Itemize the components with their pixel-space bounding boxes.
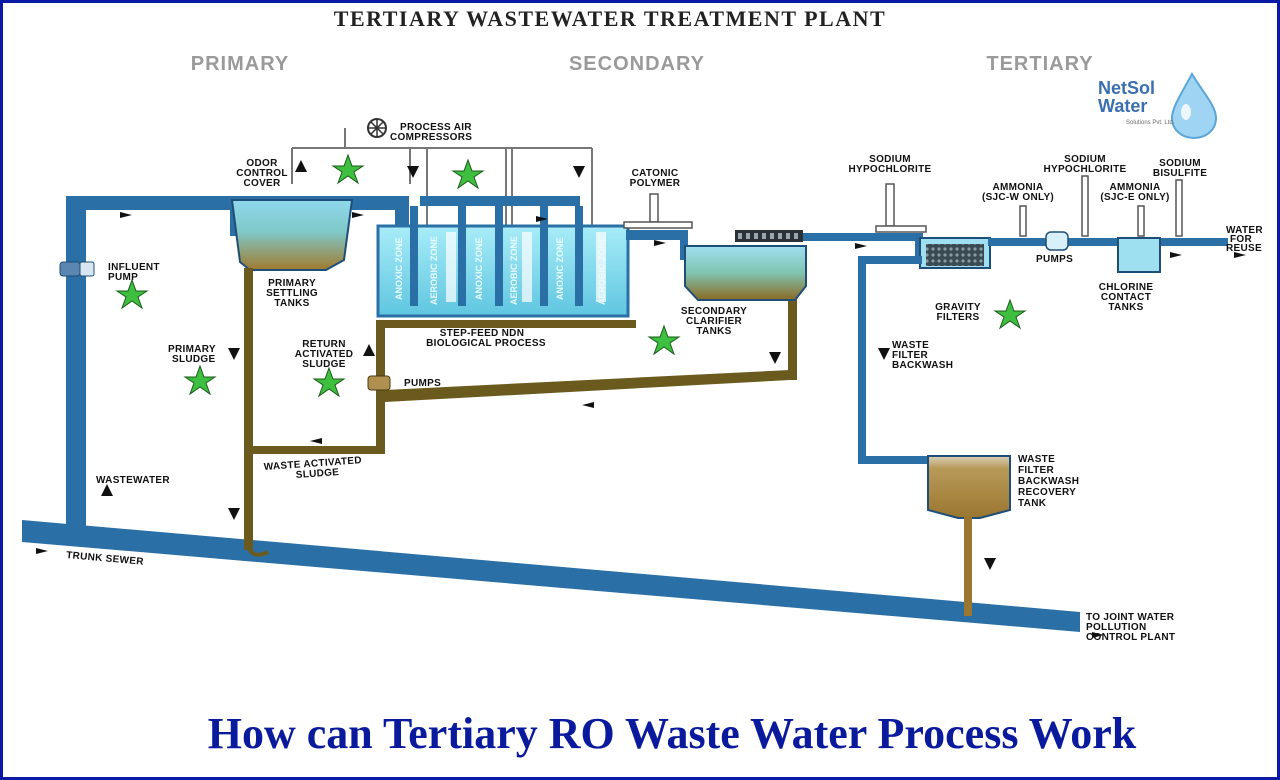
anoxic-zone-label-2: ANOXIC ZONE bbox=[474, 237, 484, 300]
label-water-reuse-3: REUSE bbox=[1226, 243, 1262, 254]
label-water-reuse-2: FOR bbox=[1230, 234, 1252, 245]
label-joint-3: CONTROL PLANT bbox=[1086, 632, 1175, 643]
label-sodium-bisulfite-1: SODIUM bbox=[1159, 158, 1201, 169]
label-recovery-4: RECOVERY bbox=[1018, 487, 1076, 498]
secondary-clarifier-tank bbox=[684, 245, 807, 301]
label-cationic-2: POLYMER bbox=[630, 178, 681, 189]
label-cationic-1: CATONIC bbox=[632, 168, 679, 179]
star-markers bbox=[115, 153, 1027, 398]
filter-backwash-pipe bbox=[858, 256, 930, 464]
label-waste-filter-3: BACKWASH bbox=[892, 360, 953, 371]
label-wastewater: WASTEWATER bbox=[96, 475, 170, 486]
label-primary-sludge-2: SLUDGE bbox=[172, 354, 215, 365]
chemical-feed-lines bbox=[1019, 175, 1183, 237]
section-primary: PRIMARY bbox=[191, 53, 289, 75]
label-chlorine-1: CHLORINE bbox=[1099, 282, 1154, 293]
label-ammonia-e-1: AMMONIA bbox=[1110, 182, 1161, 193]
label-joint-2: POLLUTION bbox=[1086, 622, 1146, 633]
filters-to-chlorine-pipe bbox=[988, 238, 1228, 246]
gravity-filter-media bbox=[926, 244, 984, 266]
label-return-activated-3: SLUDGE bbox=[302, 359, 345, 370]
label-recovery-3: BACKWASH bbox=[1018, 476, 1079, 487]
label-return-activated-2: ACTIVATED bbox=[295, 349, 353, 360]
recovery-drain-pipe bbox=[964, 516, 972, 616]
backwash-recovery-tank bbox=[927, 455, 1011, 519]
aerobic-zone-label-3: AEROBIC ZONE bbox=[597, 236, 607, 305]
primary-sludge-pipe bbox=[244, 268, 253, 550]
label-gravity-filters-1: GRAVITY bbox=[935, 302, 981, 313]
label-gravity-filters-2: FILTERS bbox=[936, 312, 979, 323]
aerobic-bubbles bbox=[446, 232, 606, 302]
odor-cover-line bbox=[232, 196, 352, 201]
section-tertiary: TERTIARY bbox=[986, 53, 1093, 75]
chlorine-contact-tank bbox=[1117, 237, 1161, 273]
label-sodium-hypo-b-1: SODIUM bbox=[1064, 154, 1106, 165]
label-pumps-right: PUMPS bbox=[1036, 254, 1073, 265]
label-step-feed-1: STEP-FEED NDN bbox=[440, 328, 524, 339]
section-secondary: SECONDARY bbox=[569, 53, 705, 75]
aerobic-zone-label-1: AEROBIC ZONE bbox=[429, 236, 439, 305]
label-primary-sludge-1: PRIMARY bbox=[168, 344, 216, 355]
label-sodium-hypo-a-2: HYPOCHLORITE bbox=[848, 164, 931, 175]
label-primary-settling-2: SETTLING bbox=[266, 288, 318, 299]
trunk-sewer-pipe bbox=[22, 520, 1080, 632]
label-sodium-bisulfite-2: BISULFITE bbox=[1153, 168, 1207, 179]
aerobic-zone-label-2: AEROBIC ZONE bbox=[509, 236, 519, 305]
sludge-outfall bbox=[246, 544, 269, 557]
influent-pump bbox=[59, 261, 95, 277]
label-process-air-1: PROCESS AIR bbox=[400, 122, 472, 133]
label-odor-2: CONTROL bbox=[236, 168, 288, 179]
label-secondary-clarifier-2: CLARIFIER bbox=[686, 316, 743, 327]
label-influent-pump-2: PUMP bbox=[108, 272, 138, 283]
process-air-compressor-icon bbox=[367, 118, 387, 138]
label-sodium-hypo-b-2: HYPOCHLORITE bbox=[1043, 164, 1126, 175]
label-step-feed-2: BIOLOGICAL PROCESS bbox=[426, 338, 546, 349]
label-ammonia-e-2: (SJC-E ONLY) bbox=[1100, 192, 1169, 203]
label-recovery-5: TANK bbox=[1018, 498, 1047, 509]
label-return-activated-1: RETURN bbox=[302, 339, 345, 350]
tertiary-pump bbox=[1045, 231, 1069, 251]
label-chlorine-3: TANKS bbox=[1108, 302, 1143, 313]
label-trunk-sewer: TRUNK SEWER bbox=[66, 550, 145, 568]
label-water-reuse-1: WATER bbox=[1226, 225, 1263, 236]
caption: How can Tertiary RO Waste Water Process … bbox=[208, 709, 1137, 758]
label-waste-filter-1: WASTE bbox=[892, 340, 929, 351]
label-sodium-hypo-a-1: SODIUM bbox=[869, 154, 911, 165]
diagram-title: TERTIARY WASTEWATER TREATMENT PLANT bbox=[334, 6, 886, 31]
clarifier-return-pipe bbox=[385, 370, 790, 402]
brand-tagline: Solutions Pvt. Ltd. bbox=[1126, 120, 1175, 126]
label-pumps-left: PUMPS bbox=[404, 378, 441, 389]
primary-settling-tank bbox=[230, 199, 354, 271]
label-secondary-clarifier-1: SECONDARY bbox=[681, 306, 747, 317]
label-process-air-2: COMPRESSORS bbox=[390, 132, 472, 143]
anoxic-zone-label-1: ANOXIC ZONE bbox=[394, 237, 404, 300]
anoxic-zone-label-3: ANOXIC ZONE bbox=[555, 237, 565, 300]
label-primary-settling-1: PRIMARY bbox=[268, 278, 316, 289]
label-ammonia-w-1: AMMONIA bbox=[993, 182, 1044, 193]
label-waste-filter-2: FILTER bbox=[892, 350, 929, 361]
label-influent-pump-1: INFLUENT bbox=[108, 262, 160, 273]
brand-name-line2: Water bbox=[1098, 96, 1147, 116]
label-odor-3: COVER bbox=[243, 178, 281, 189]
clarifier-weir bbox=[735, 230, 803, 242]
netsol-logo: NetSol Water Solutions Pvt. Ltd. bbox=[1098, 71, 1218, 140]
label-joint-1: TO JOINT WATER bbox=[1086, 612, 1175, 623]
basin-zone-dividers bbox=[410, 196, 583, 306]
sodium-hypochlorite-feed-a bbox=[875, 183, 927, 233]
clarifier-underflow-pipe bbox=[788, 298, 797, 380]
label-recovery-1: WASTE bbox=[1018, 454, 1055, 465]
label-chlorine-2: CONTACT bbox=[1101, 292, 1151, 303]
cationic-polymer-feed bbox=[623, 193, 693, 229]
label-ammonia-w-2: (SJC-W ONLY) bbox=[982, 192, 1054, 203]
label-secondary-clarifier-3: TANKS bbox=[696, 326, 731, 337]
label-odor-1: ODOR bbox=[246, 158, 278, 169]
label-primary-settling-3: TANKS bbox=[274, 298, 309, 309]
label-recovery-2: FILTER bbox=[1018, 465, 1055, 476]
brand-name-line1: NetSol bbox=[1098, 78, 1155, 98]
ras-pump bbox=[367, 375, 391, 391]
flow-arrows bbox=[36, 160, 1246, 638]
label-waste-activated-2: SLUDGE bbox=[295, 467, 339, 481]
